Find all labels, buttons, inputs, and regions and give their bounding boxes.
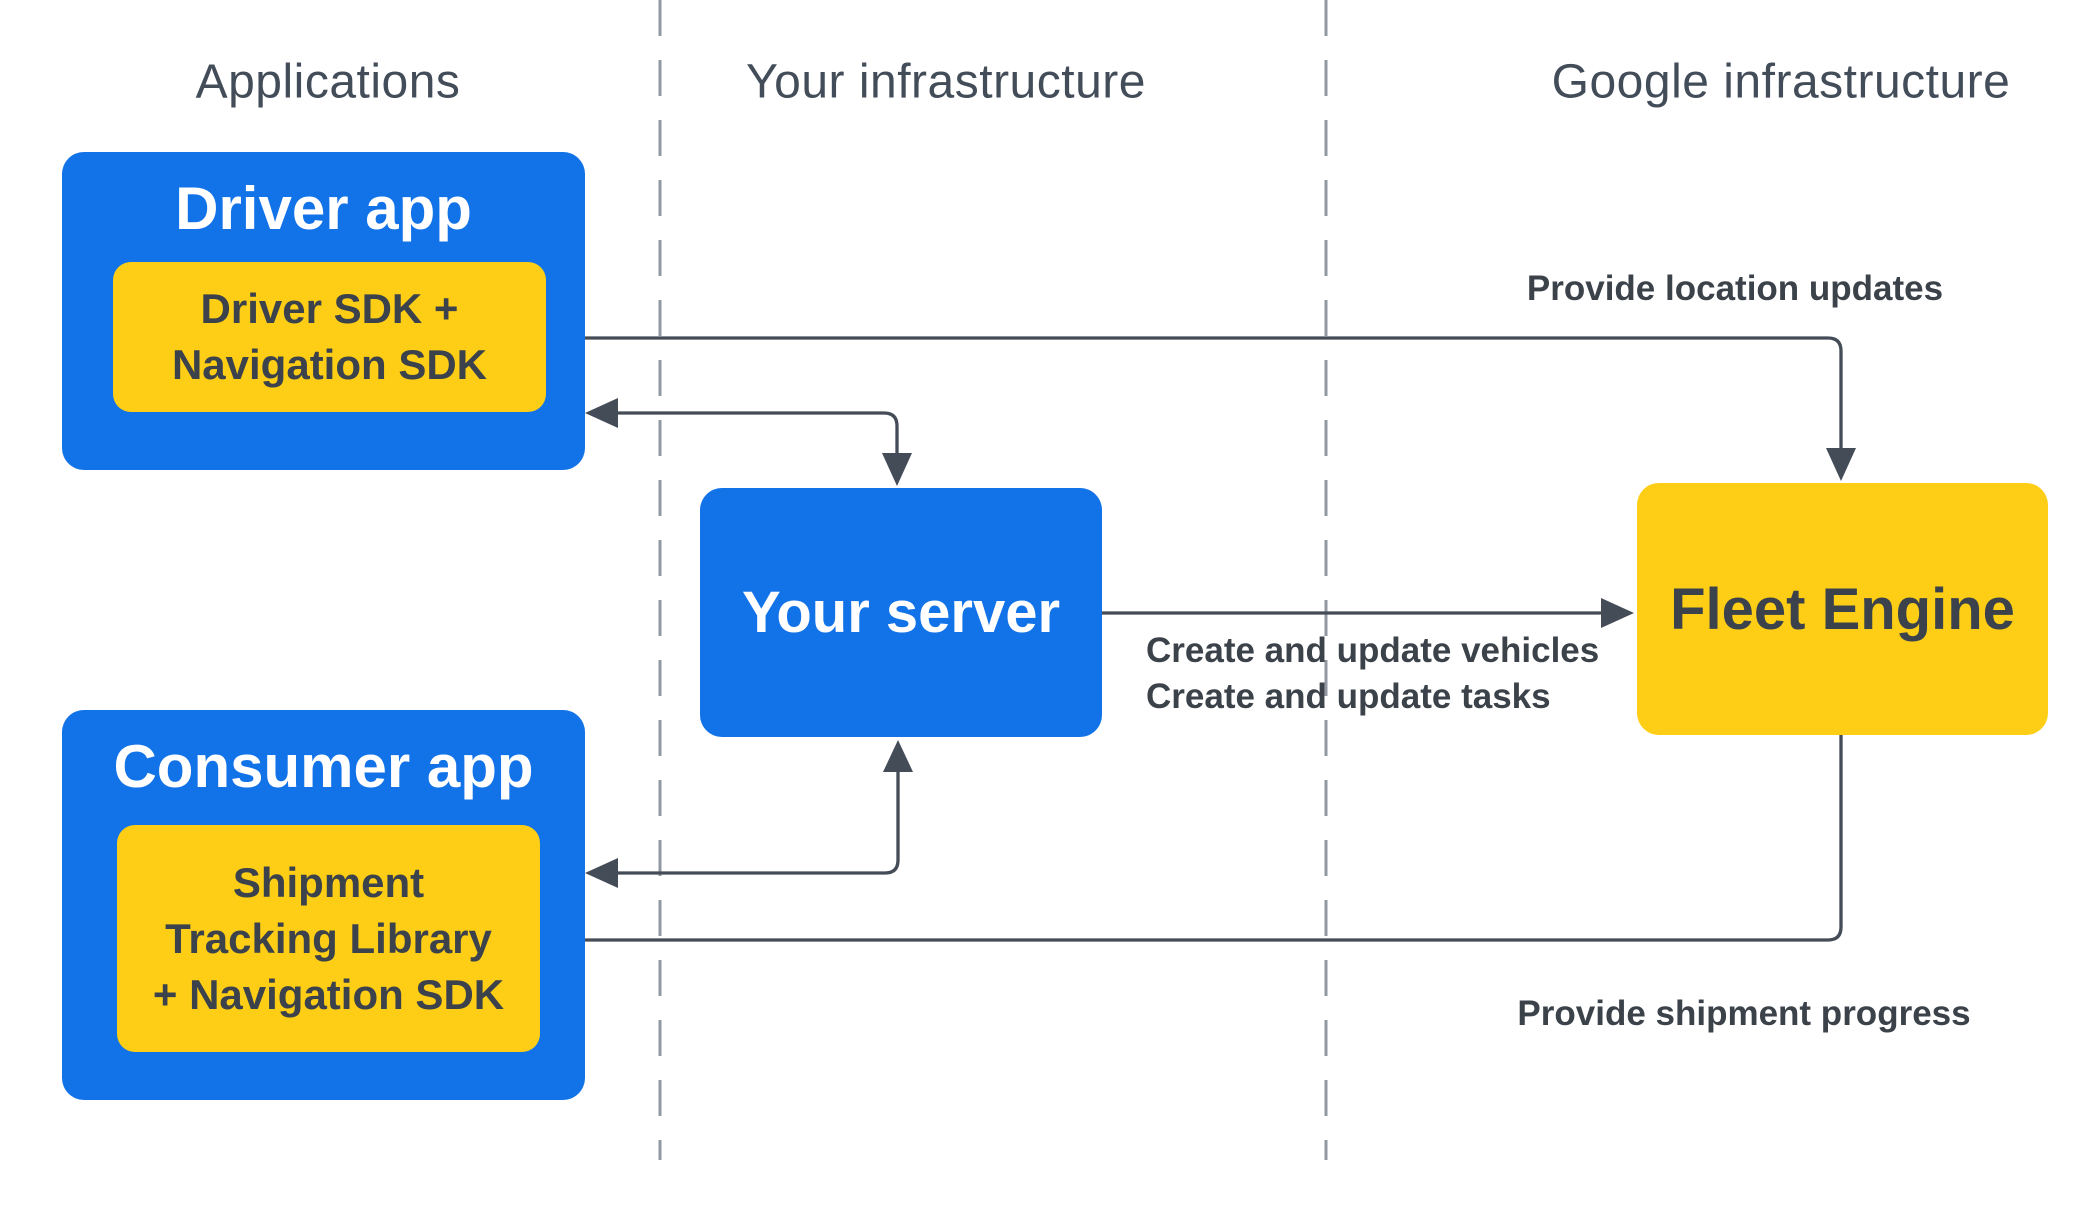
edge-driver-server-line <box>615 411 899 453</box>
arrowhead-into-your-server-bottom <box>883 740 913 772</box>
shipment-label-line1: Shipment <box>232 858 425 906</box>
edge-shipment-progress-line <box>574 735 1843 942</box>
driver-app-node: Driver app Driver SDK + Navigation SDK <box>62 152 585 470</box>
shipment-tracking-node: Shipment Tracking Library + Navigation S… <box>117 825 540 1052</box>
edge-consumer-server-line <box>615 772 900 875</box>
fleet-engine-title: Fleet Engine <box>1670 576 2015 642</box>
edge-shipment-progress <box>541 735 1843 955</box>
edge-create-update <box>1102 598 1634 628</box>
edge-label-create-update: Create and update vehicles Create and up… <box>1146 628 1599 720</box>
consumer-app-title: Consumer app <box>113 733 534 800</box>
edge-label-provide-shipment-progress: Provide shipment progress <box>1517 994 1971 1033</box>
shipment-label-line3: + Navigation SDK <box>152 970 505 1018</box>
edge-driver-app-your-server <box>585 398 912 486</box>
arrowhead-into-fleet-engine-top <box>1826 448 1856 481</box>
driver-sdk-label-line2: Navigation SDK <box>171 341 488 388</box>
column-header-your-infrastructure: Your infrastructure <box>746 55 1146 109</box>
edge-label-create-update-line1: Create and update vehicles <box>1146 631 1600 670</box>
edge-label-provide-location-updates: Provide location updates <box>1526 269 1944 308</box>
your-server-node: Your server <box>700 488 1102 737</box>
driver-sdk-node: Driver SDK + Navigation SDK <box>113 262 546 412</box>
arrowhead-into-fleet-engine-left <box>1601 598 1634 628</box>
consumer-app-node: Consumer app Shipment Tracking Library +… <box>62 710 585 1100</box>
column-header-google-infrastructure: Google infrastructure <box>1551 55 2011 109</box>
arrowhead-into-driver-app <box>585 398 618 428</box>
shipment-label-line2: Tracking Library <box>165 914 492 962</box>
edge-label-create-update-line2: Create and update tasks <box>1146 677 1551 716</box>
arrowhead-into-consumer-app <box>585 858 618 888</box>
edge-location-updates-line <box>578 336 1843 450</box>
your-server-title: Your server <box>741 580 1061 645</box>
driver-sdk-label-line1: Driver SDK + <box>200 285 459 332</box>
arrowhead-into-your-server-top <box>882 453 912 486</box>
column-header-applications: Applications <box>195 55 461 109</box>
fleet-engine-node: Fleet Engine <box>1637 483 2048 735</box>
edge-consumer-app-your-server <box>585 740 913 888</box>
edge-location-updates <box>548 323 1856 481</box>
driver-app-title: Driver app <box>175 175 472 242</box>
